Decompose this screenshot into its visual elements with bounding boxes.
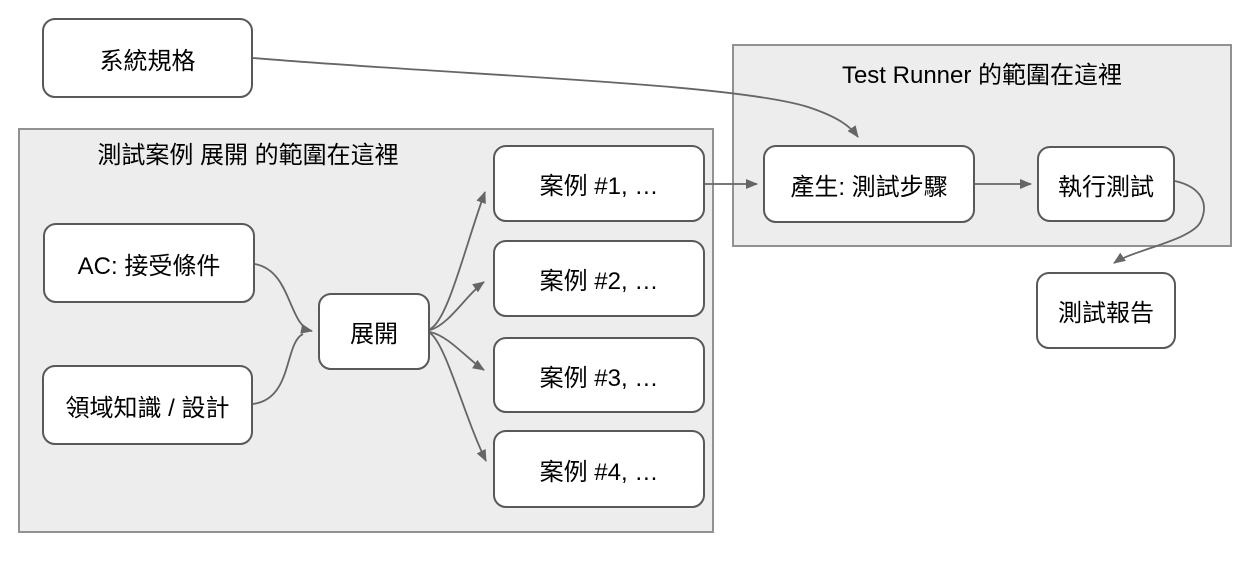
container-test-case-expansion-label: 測試案例 展開 的範圍在這裡 [97, 142, 399, 169]
node-expand-label: 展開 [350, 321, 398, 348]
node-test-report: 測試報告 [1036, 272, 1176, 349]
node-case-2: 案例 #2, … [493, 240, 705, 317]
node-case-4: 案例 #4, … [493, 430, 705, 508]
node-case-4-label: 案例 #4, … [539, 458, 659, 486]
node-acceptance-criteria-label: AC: 接受條件 [77, 252, 221, 280]
node-system-spec: 系統規格 [42, 18, 253, 98]
node-case-3: 案例 #3, … [493, 337, 705, 413]
node-domain-knowledge-design: 領域知識 / 設計 [42, 365, 253, 445]
node-acceptance-criteria: AC: 接受條件 [43, 223, 255, 303]
node-domain-knowledge-design-label: 領域知識 / 設計 [65, 394, 230, 422]
node-system-spec-label: 系統規格 [99, 47, 196, 75]
node-case-1: 案例 #1, … [493, 145, 705, 222]
node-generate-test-steps-label: 產生: 測試步驟 [790, 173, 948, 201]
node-case-1-label: 案例 #1, … [539, 173, 659, 200]
node-generate-test-steps: 產生: 測試步驟 [763, 145, 975, 223]
node-test-report-label: 測試報告 [1058, 300, 1154, 327]
container-test-runner-label: Test Runner 的範圍在這裡 [841, 62, 1123, 89]
node-run-tests: 執行測試 [1037, 146, 1175, 222]
node-expand: 展開 [318, 293, 430, 370]
node-run-tests-label: 執行測試 [1058, 173, 1154, 201]
node-case-3-label: 案例 #3, … [539, 364, 659, 392]
node-case-2-label: 案例 #2, … [539, 268, 659, 295]
